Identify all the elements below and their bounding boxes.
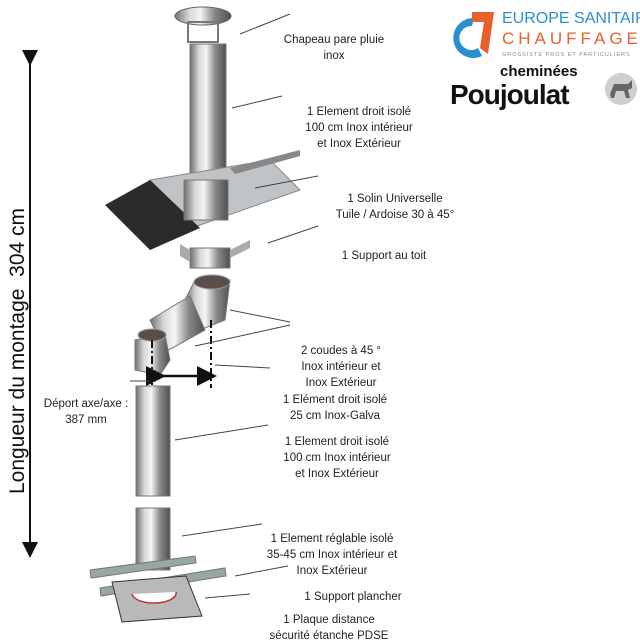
total-length-label: Longueur du montage 304 cm xyxy=(6,207,29,495)
element-100-bottom-part xyxy=(135,385,171,497)
label-support-plancher: 1 Support plancher xyxy=(304,591,402,603)
logo-tagline: GROSSISTE PROS ET PARTICULIERS xyxy=(502,52,631,58)
logo-line1: EUROPE SANITAIRE xyxy=(502,10,640,27)
europe-sanitaire-logo-icon xyxy=(453,12,494,58)
element-100-top-part xyxy=(189,43,227,183)
cat-logo-icon xyxy=(605,73,637,105)
logo-line2: CHAUFFAGE xyxy=(502,29,640,48)
leader-lines xyxy=(130,13,319,599)
plaque-part xyxy=(111,575,203,623)
coudes-part xyxy=(134,274,231,376)
label-offset: Déport axe/axe :387 mm xyxy=(43,398,129,426)
europe-sanitaire-logo: EUROPE SANITAIRE CHAUFFAGE GROSSISTE PRO… xyxy=(444,6,640,64)
chapeau-part xyxy=(174,6,232,43)
solin-part xyxy=(105,150,301,250)
logo-line1: cheminées xyxy=(500,63,578,80)
support-toit-part xyxy=(180,240,250,269)
poujoulat-logo: cheminées Poujoulat xyxy=(450,64,640,110)
label-support-toit: 1 Support au toit xyxy=(341,250,427,262)
logo-line2: Poujoulat xyxy=(450,79,570,110)
